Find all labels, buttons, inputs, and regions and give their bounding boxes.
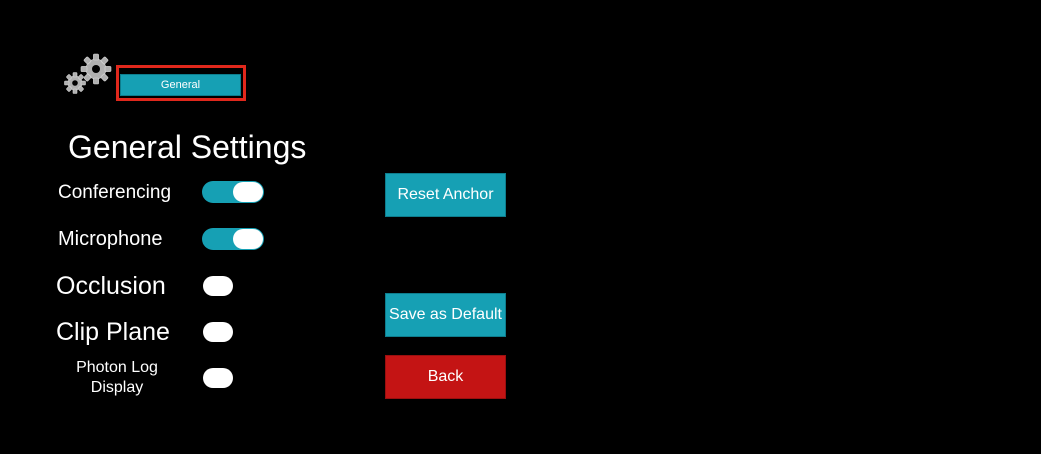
occlusion-toggle[interactable] xyxy=(203,276,233,296)
microphone-toggle[interactable] xyxy=(202,228,264,250)
clip-plane-toggle[interactable] xyxy=(203,322,233,342)
reset-anchor-button[interactable]: Reset Anchor xyxy=(385,173,506,217)
microphone-label: Microphone xyxy=(58,228,163,250)
conferencing-label: Conferencing xyxy=(58,182,172,203)
tab-focus-highlight xyxy=(116,65,246,101)
back-label: Back xyxy=(427,368,464,385)
photon-log-display-label: Photon Log Display xyxy=(76,359,158,396)
conferencing-toggle[interactable] xyxy=(202,181,264,203)
gear-icon xyxy=(62,52,114,96)
back-button[interactable]: Back xyxy=(385,355,506,399)
save-as-default-label: Save as Default xyxy=(389,306,502,323)
tab-general[interactable]: General xyxy=(120,74,241,96)
photon-log-display-toggle[interactable] xyxy=(203,368,233,388)
save-as-default-button[interactable]: Save as Default xyxy=(385,293,506,337)
page-title: General Settings xyxy=(68,129,307,165)
toggle-knob xyxy=(233,229,263,249)
occlusion-label: Occlusion xyxy=(56,272,166,300)
clip-plane-label: Clip Plane xyxy=(56,318,170,346)
reset-anchor-label: Reset Anchor xyxy=(397,186,494,203)
toggle-knob xyxy=(233,182,263,202)
